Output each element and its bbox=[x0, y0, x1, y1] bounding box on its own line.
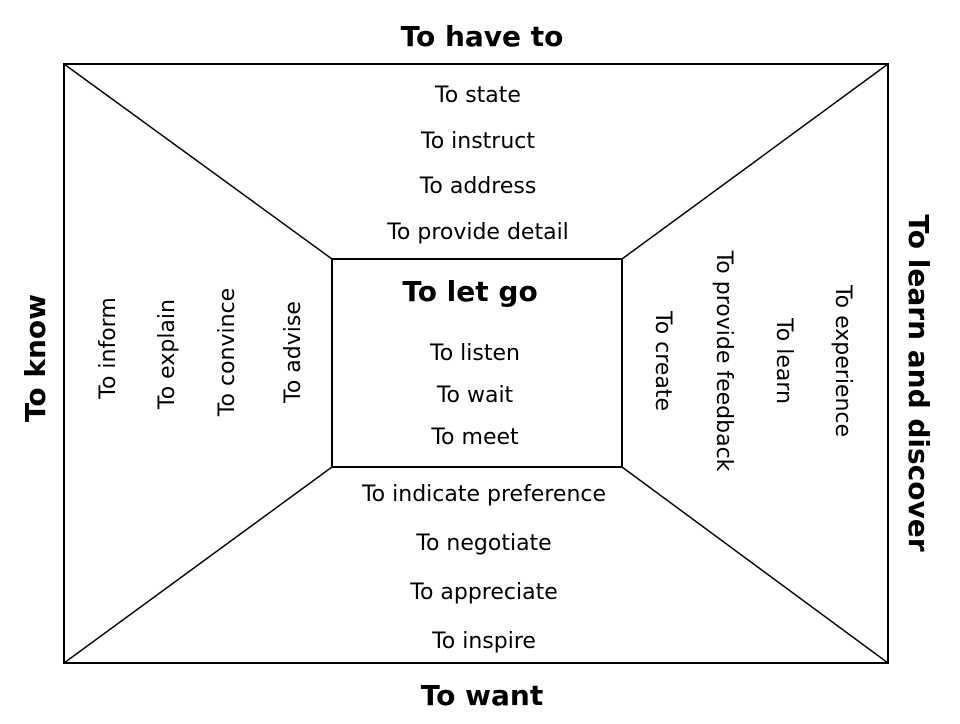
center-item: To wait bbox=[436, 383, 514, 408]
top-item: To state bbox=[435, 83, 521, 108]
left-item: To advise bbox=[281, 301, 306, 403]
diagonal-top-right bbox=[621, 63, 889, 260]
diagonal-bottom-right bbox=[621, 466, 889, 664]
right-heading: To learn and discover bbox=[902, 214, 935, 552]
top-item: To address bbox=[419, 174, 537, 199]
bottom-heading: To want bbox=[420, 679, 544, 712]
center-item: To meet bbox=[431, 425, 519, 450]
left-item: To convince bbox=[215, 287, 240, 417]
bottom-item: To appreciate bbox=[410, 580, 558, 605]
top-item: To provide detail bbox=[387, 220, 569, 245]
left-item: To inform bbox=[96, 297, 121, 399]
center-title: To let go bbox=[402, 275, 538, 308]
right-item: To create bbox=[650, 311, 675, 411]
bottom-item: To inspire bbox=[432, 629, 536, 654]
top-item: To instruct bbox=[420, 129, 536, 154]
left-item: To explain bbox=[155, 299, 180, 409]
diagonal-top-left bbox=[63, 63, 333, 260]
top-heading: To have to bbox=[400, 20, 564, 53]
center-box bbox=[331, 258, 623, 468]
bottom-item: To negotiate bbox=[416, 531, 552, 556]
right-item: To learn bbox=[771, 318, 796, 404]
center-item: To listen bbox=[430, 341, 520, 366]
diagonal-bottom-left bbox=[63, 466, 333, 664]
right-item: To provide feedback bbox=[711, 250, 736, 472]
left-heading: To know bbox=[19, 293, 52, 423]
bottom-item: To indicate preference bbox=[361, 482, 607, 507]
right-item: To experience bbox=[830, 284, 855, 438]
outer-frame bbox=[63, 63, 889, 664]
